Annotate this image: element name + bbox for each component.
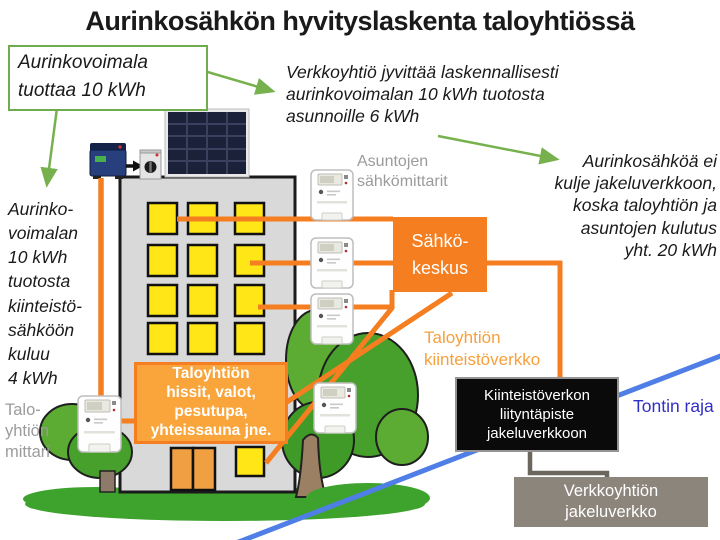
- inverter-to-switch-arrow: [126, 160, 143, 172]
- apartment-meter: [310, 293, 354, 345]
- apartment-building: [118, 175, 297, 494]
- connection-point-box: Kiinteistöverkon liityntäpiste jakeluver…: [455, 377, 619, 452]
- grid-connector-line: [527, 452, 610, 479]
- property-boundary-label: Tontin raja: [633, 396, 714, 416]
- house-meter-label: Talo- yhtiön mittari: [5, 401, 50, 462]
- inverter: [89, 143, 127, 179]
- apartment-meters-label: Asuntojen sähkömittarit: [357, 153, 448, 191]
- solar-panel: [164, 108, 250, 178]
- entrance-door: [169, 446, 217, 492]
- disconnect-switch: [139, 149, 162, 180]
- apartment-meter: [310, 237, 354, 289]
- no-grid-export-note: Aurinkosähköä ei kulje jakeluverkkoon, k…: [554, 151, 717, 260]
- ground-floor-window: [234, 445, 266, 478]
- property-consumption-note: Aurinko- voimalan 10 kWh tuotosta kiinte…: [8, 199, 82, 388]
- apartment-meter: [313, 382, 357, 434]
- apartment-meter: [310, 169, 354, 221]
- property-network-label: Taloyhtiön kiinteistöverkko: [424, 328, 541, 369]
- distribution-board-box: Sähkö- keskus: [393, 217, 487, 292]
- house-meter: [77, 395, 122, 453]
- credit-allocation-note: Verkkoyhtiö jyvittää laskennallisesti au…: [286, 62, 559, 127]
- solar-production-callout: Aurinkovoimala tuottaa 10 kWh: [8, 45, 208, 111]
- common-loads-box: Taloyhtiön hissit, valot, pesutupa, yhte…: [134, 362, 288, 444]
- page-title: Aurinkosähkön hyvityslaskenta taloyhtiös…: [85, 6, 635, 36]
- grid-network-box: Verkkoyhtiön jakeluverkko: [514, 477, 708, 527]
